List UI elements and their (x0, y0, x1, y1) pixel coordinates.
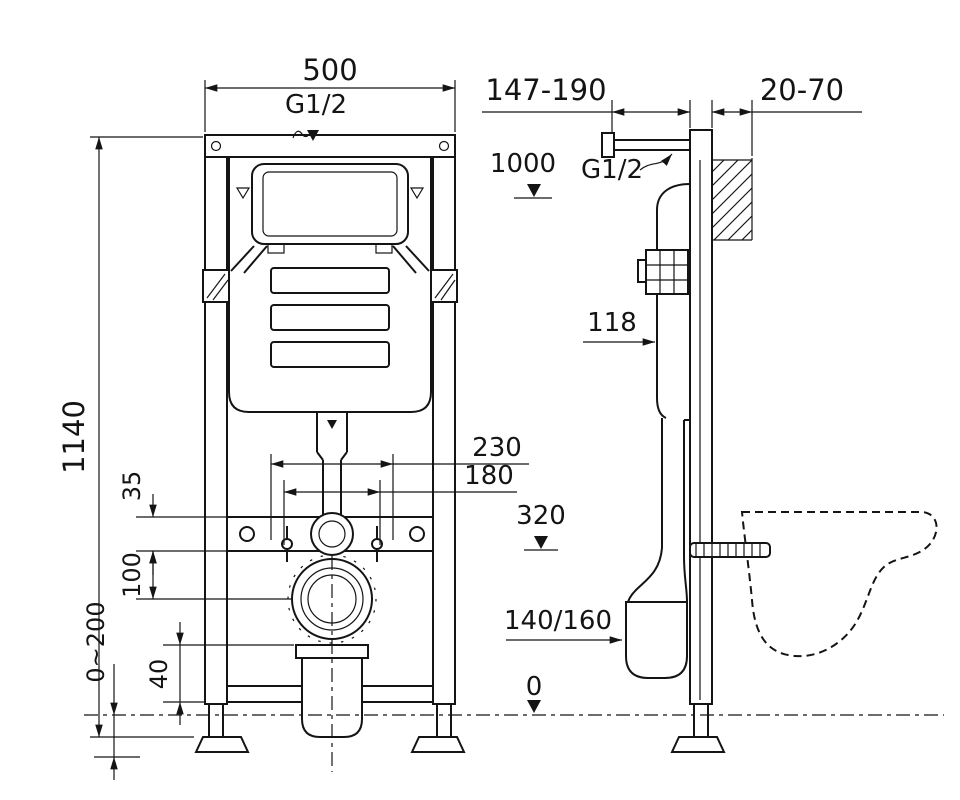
cistern (228, 156, 432, 413)
cistern-slot-2 (270, 304, 390, 331)
dim-floor-datum: 0 (526, 672, 543, 702)
foot-right (410, 736, 466, 753)
datum-triangle-0 (527, 700, 541, 713)
frame-top-bar (204, 134, 456, 158)
dim-side-inlet: G1/2 (581, 155, 643, 185)
flush-pipe-seat (310, 512, 354, 556)
stud-threads (695, 543, 761, 557)
stud-rod (689, 542, 771, 558)
inlet-pointer (639, 153, 673, 171)
wall-hatch (711, 159, 753, 241)
plate-screw-right (409, 526, 425, 542)
dim-cistern-depth: 118 (587, 308, 637, 338)
dim-stud-spacing-outer: 230 (472, 433, 522, 463)
dim-inlet-height: 1000 (490, 149, 556, 179)
frame-right-rail (432, 156, 456, 705)
flow-arrow (327, 420, 337, 429)
level-mark-right (409, 187, 425, 200)
datum-triangle-1000 (527, 184, 541, 197)
supply-pipe (601, 132, 690, 158)
dim-bowl-height: 320 (516, 501, 566, 531)
side-rail (689, 129, 713, 705)
elbow-cylinder (625, 601, 688, 679)
latch-left (267, 243, 285, 254)
plate-screw-left (239, 526, 255, 542)
foot-left (194, 736, 250, 753)
adjustable-leg-right (436, 703, 452, 738)
dim-front-inlet: G1/2 (285, 90, 347, 120)
front-view: 500 G1/2 1140 230 180 35 (57, 53, 529, 780)
frame-hole-left (210, 140, 222, 152)
dim-depth-range: 147-190 (485, 73, 606, 107)
access-panel-inner (262, 171, 398, 237)
bowl-outline (740, 511, 938, 658)
waste-elbow (625, 547, 688, 679)
side-view: 147-190 20-70 1000 G1/2 118 320 140/160 (482, 73, 938, 753)
side-dimensions: 147-190 20-70 1000 G1/2 118 320 140/160 (482, 73, 862, 713)
mechanism-knob (637, 259, 647, 283)
waste-ring (291, 558, 373, 640)
cistern-profile (656, 183, 691, 419)
cistern-slot-3 (270, 341, 390, 368)
datum-triangle-320 (534, 536, 548, 549)
bowl-stud (689, 542, 771, 558)
frame-clips (202, 269, 458, 303)
front-dimensions: 500 G1/2 1140 230 180 35 (57, 53, 529, 780)
wall-section (711, 158, 753, 241)
toilet-bowl (740, 511, 938, 658)
dim-wall-distance: 20-70 (760, 73, 844, 107)
mounting-plate (136, 512, 433, 600)
dim-drain-offset: 100 (118, 552, 146, 598)
supply-valve (601, 132, 615, 158)
dim-outlet-offset: 40 (145, 659, 173, 690)
waste-outlet (287, 554, 377, 772)
frame-left-rail (204, 156, 228, 705)
dim-plate-offset: 35 (118, 471, 146, 502)
access-panel (251, 163, 409, 245)
side-foot (670, 736, 726, 753)
side-leg (693, 703, 709, 738)
dim-front-height: 1140 (57, 400, 91, 474)
side-cistern (637, 183, 691, 556)
level-mark-left (235, 187, 251, 200)
cistern-slot-1 (270, 267, 390, 294)
dim-stud-spacing-inner: 180 (464, 461, 514, 491)
dim-front-width: 500 (302, 53, 357, 87)
inlet-squiggle-icon (292, 130, 312, 139)
dim-outlet-height: 140/160 (504, 606, 612, 636)
side-frame (670, 129, 726, 753)
latch-right (375, 243, 393, 254)
dim-foot-adjust: 0~200 (82, 601, 110, 682)
frame-hole-right (438, 140, 450, 152)
flush-mechanism (645, 249, 689, 295)
adjustable-leg-left (208, 703, 224, 738)
